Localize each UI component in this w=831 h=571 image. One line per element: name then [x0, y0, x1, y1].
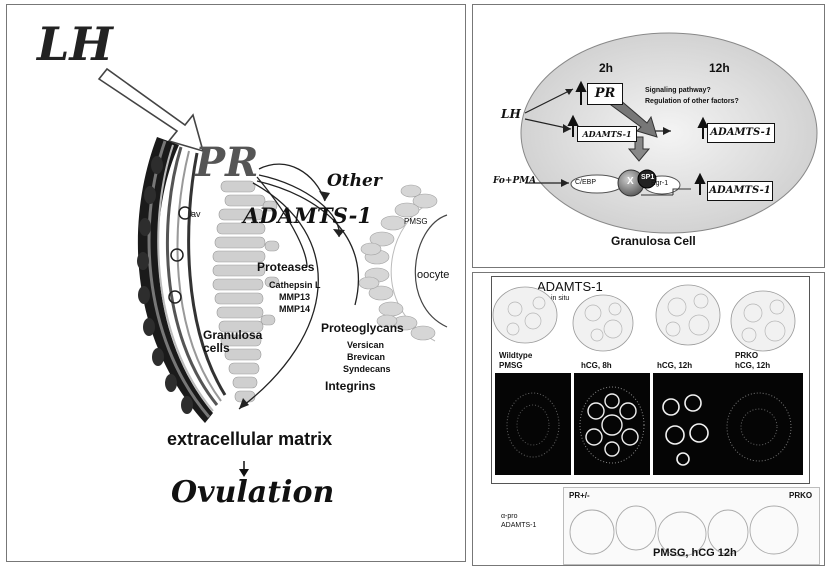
label-prko-hcg-12h: hCG, 12h — [735, 361, 770, 370]
label-wildtype: Wildtype — [499, 351, 532, 360]
darkfield-hcg-8h — [574, 373, 650, 475]
alpha-pro-label: α-pro — [501, 513, 518, 520]
pmsg-label: PMSG — [404, 217, 428, 226]
oocyte-cumulus — [359, 185, 447, 341]
protease-mmp14: MMP14 — [279, 304, 310, 314]
other-label: Other — [327, 171, 382, 191]
av-label: av — [191, 209, 201, 219]
in-situ-panel: ADAMTS-1 in situ Wildtype PMSG hCG, 8h h… — [472, 272, 825, 566]
adamts1-label: ADAMTS-1 — [243, 203, 372, 228]
integrins-label: Integrins — [325, 379, 376, 393]
time-12h: 12h — [709, 61, 730, 75]
darkfield-wildtype-pmsg — [495, 373, 571, 475]
x-factor-label: X — [627, 176, 634, 187]
ovulation-model-panel: LH PR Other ADAMTS-1 PMSG oocyte av Prot… — [6, 4, 466, 562]
label-prko: PRKO — [735, 351, 758, 360]
granulosa-cells-label: Granulosa cells — [203, 329, 265, 355]
proteases-heading: Proteases — [257, 260, 314, 274]
ecm-label: extracellular matrix — [167, 429, 332, 450]
proteoglycans-heading: Proteoglycans — [321, 321, 404, 335]
darkfield-wildtype-graphic — [495, 373, 571, 475]
protease-cathepsin: Cathepsin L — [269, 280, 321, 290]
adamts1-box-late: ADAMTS-1 — [707, 123, 775, 143]
pr-box: PR — [587, 83, 623, 105]
prko-strip-label: PRKO — [789, 491, 812, 500]
time-2h: 2h — [599, 61, 613, 75]
granulosa-cell-label: Granulosa Cell — [611, 234, 696, 248]
pr-het-label: PR+/- — [569, 491, 590, 500]
adamts1-box-early: ADAMTS-1 — [577, 126, 637, 142]
proteoglycan-brevican: Brevican — [347, 352, 385, 362]
oocyte-label: oocyte — [417, 269, 449, 281]
lh-label: LH — [37, 17, 113, 71]
label-hcg-8h: hCG, 8h — [581, 361, 612, 370]
label-pmsg: PMSG — [499, 361, 523, 370]
ovulation-label: Ovulation — [171, 475, 334, 510]
protease-mmp13: MMP13 — [279, 292, 310, 302]
lh-input-label: LH — [501, 107, 521, 121]
alpha-pro-adamts-label: ADAMTS-1 — [501, 522, 536, 529]
strip-caption: PMSG, hCG 12h — [653, 547, 737, 559]
egr1-label: Egr-1 — [651, 180, 668, 187]
darkfield-hcg-12h-prko — [653, 373, 803, 475]
darkfield-hcg-8h-graphic — [574, 373, 650, 475]
label-hcg-12h: hCG, 12h — [657, 361, 692, 370]
granulosa-regulation-panel: 2h 12h LH PR Signaling pathway? Regulati… — [472, 4, 825, 268]
proteoglycan-syndecans: Syndecans — [343, 364, 391, 374]
adamts1-box-promoter: ADAMTS-1 — [707, 181, 773, 201]
lh-arrow — [99, 69, 203, 151]
question-regulation: Regulation of other factors? — [645, 98, 739, 105]
cebp-label: C/EBP — [575, 179, 596, 186]
pr-label: PR — [195, 139, 258, 186]
darkfield-hcg-12h-graphic — [653, 373, 803, 475]
question-signaling: Signaling pathway? — [645, 87, 711, 94]
proteoglycan-versican: Versican — [347, 340, 384, 350]
fo-pma-label: Fo+PMA — [493, 176, 536, 186]
